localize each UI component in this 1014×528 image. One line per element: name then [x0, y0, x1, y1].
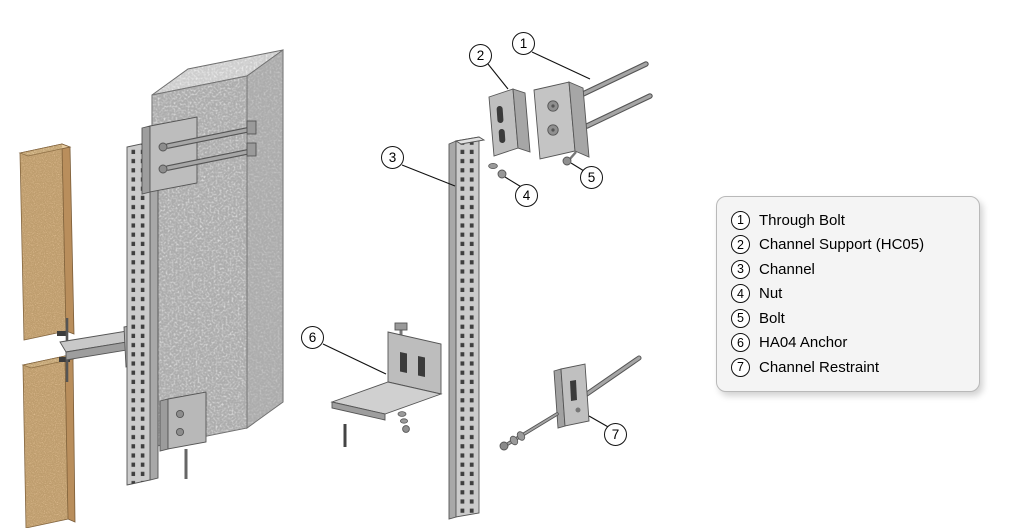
callout-1: 1 — [512, 32, 535, 55]
legend-item-number: 5 — [731, 308, 750, 328]
callout-1-number: 1 — [519, 35, 528, 51]
callout-2: 2 — [469, 44, 492, 67]
channel-restraint — [499, 355, 642, 451]
legend-item-number: 3 — [731, 259, 750, 279]
legend-item-label: Channel Restraint — [759, 358, 880, 376]
callout-2-number: 2 — [476, 47, 485, 63]
legend-item-number: 4 — [731, 284, 750, 304]
callout-5: 5 — [580, 166, 603, 189]
callout-3-number: 3 — [388, 149, 397, 165]
callout-7-number: 7 — [611, 426, 620, 442]
legend-item: 3 Channel — [731, 257, 965, 282]
legend-item-label: HA04 Anchor — [759, 334, 848, 352]
assembly-channel — [448, 136, 486, 520]
callout-5-number: 5 — [587, 169, 596, 185]
legend-item-number: 2 — [731, 235, 750, 255]
column-bottom-bracket — [159, 391, 207, 479]
ha04-anchor — [330, 322, 443, 447]
wall-channel — [126, 141, 159, 486]
callout-6-number: 6 — [308, 329, 317, 345]
legend-item: 1 Through Bolt — [731, 208, 965, 233]
legend-item: 7 Channel Restraint — [731, 355, 965, 380]
legend-box: 1 Through Bolt 2 Channel Support (HC05) … — [716, 196, 980, 392]
column-top-bracket — [141, 116, 257, 195]
legend-item: 4 Nut — [731, 282, 965, 307]
legend-item-label: Channel Support (HC05) — [759, 236, 925, 254]
legend-item-label: Channel — [759, 260, 815, 278]
callout-4: 4 — [515, 184, 538, 207]
callout-3: 3 — [381, 146, 404, 169]
legend-item-label: Nut — [759, 285, 783, 303]
legend-item-number: 1 — [731, 210, 750, 230]
legend-item-label: Bolt — [759, 309, 785, 327]
channel-support-assembly — [488, 61, 653, 179]
legend-item-label: Through Bolt — [759, 211, 845, 229]
stone-panels — [18, 143, 76, 528]
callout-4-number: 4 — [522, 187, 531, 203]
callout-6: 6 — [301, 326, 324, 349]
legend-item-number: 7 — [731, 357, 750, 377]
legend-item: 2 Channel Support (HC05) — [731, 233, 965, 258]
legend-item: 6 HA04 Anchor — [731, 331, 965, 356]
legend-item: 5 Bolt — [731, 306, 965, 331]
concrete-column — [151, 49, 284, 448]
legend-item-number: 6 — [731, 333, 750, 353]
callout-7: 7 — [604, 423, 627, 446]
